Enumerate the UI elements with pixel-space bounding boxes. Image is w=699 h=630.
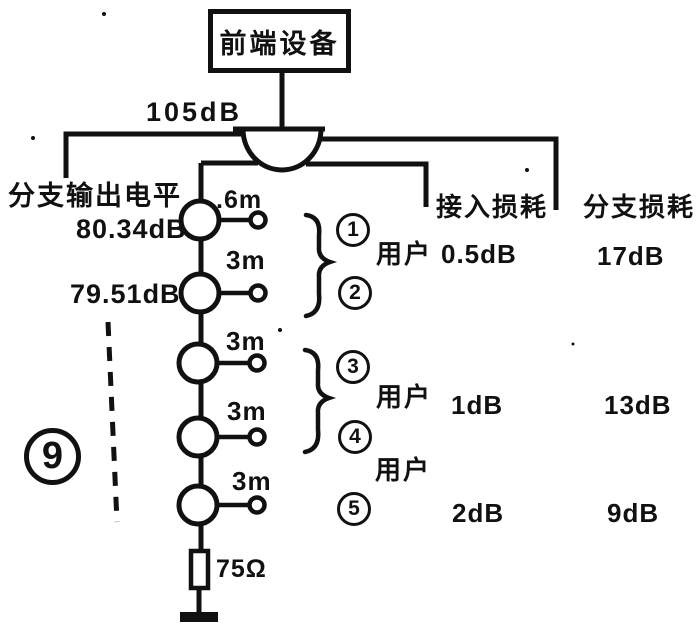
tap3-number-badge: 3 xyxy=(336,350,370,384)
tap2-outlet-terminal xyxy=(248,283,268,303)
headend-label: 前端设备 xyxy=(219,28,340,59)
brace-taps-1-2 xyxy=(303,212,338,319)
splitter-right-output-line xyxy=(306,161,429,207)
access-loss-taps-3-4: 1dB xyxy=(451,390,504,420)
access-loss-taps-1-2: 0.5dB xyxy=(441,239,517,269)
branch-loss-taps-1-2: 17dB xyxy=(597,241,665,271)
tap3-circle xyxy=(176,341,220,385)
access-loss-header: 接入损耗 xyxy=(436,192,549,222)
tap4-number-badge: 4 xyxy=(338,420,372,454)
terminator-label: 75Ω xyxy=(216,555,267,583)
splitter-symbol xyxy=(240,128,324,173)
user-group-1-2-label: 用户 xyxy=(376,239,433,269)
tap1-circle xyxy=(178,198,222,242)
tap3-cable-length: 3m xyxy=(226,326,266,356)
right-branch-line xyxy=(318,136,559,210)
tap2-cable-length: 3m xyxy=(226,245,266,275)
tap5-number-badge: 5 xyxy=(337,492,371,526)
tap5-outlet-terminal xyxy=(247,495,267,515)
tap5-cable-length: 3m xyxy=(232,466,272,496)
tap1-number-badge: 1 xyxy=(336,213,370,247)
tap5-circle xyxy=(176,483,220,527)
user-group-3-4-label: 用户 xyxy=(376,382,433,412)
left-branch-line xyxy=(63,131,244,178)
tap2-output-level: 79.51dB xyxy=(70,279,181,309)
figure-number: 9 xyxy=(41,435,64,477)
ground-symbol xyxy=(180,612,218,622)
headend-box: 前端设备 xyxy=(208,9,351,73)
tap1-output-level: 80.34dB xyxy=(76,214,187,244)
tap2-number-badge: 2 xyxy=(338,276,372,310)
access-loss-tap-5: 2dB xyxy=(452,498,505,528)
tap-symbols xyxy=(176,198,268,527)
tap4-outlet-terminal xyxy=(247,427,267,447)
tap4-cable-length: 3m xyxy=(227,396,267,426)
figure-number-badge: 9 xyxy=(24,428,81,485)
branch-output-level-title: 分支输出电平 xyxy=(8,181,182,211)
scan-specks xyxy=(31,12,575,346)
user-group-5-label: 用户 xyxy=(375,455,432,485)
branch-loss-taps-3-4: 13dB xyxy=(604,390,672,420)
branch-loss-header: 分支损耗 xyxy=(583,192,696,222)
tap4-circle xyxy=(176,415,220,459)
tap2-circle xyxy=(178,271,222,315)
tap5-number: 5 xyxy=(348,497,360,520)
tap1-outlet-terminal xyxy=(248,210,268,230)
dashed-continuation-line xyxy=(105,321,120,523)
terminator-resistor xyxy=(188,548,211,591)
trunk-input-level: 105dB xyxy=(146,97,243,127)
brace-taps-3-4 xyxy=(302,347,337,455)
tap1-cable-length: .6m xyxy=(216,186,263,214)
tap1-number: 1 xyxy=(347,218,359,241)
tap4-number: 4 xyxy=(349,425,361,448)
tap3-number: 3 xyxy=(347,355,359,378)
branch-loss-tap-5: 9dB xyxy=(607,498,660,528)
tap3-outlet-terminal xyxy=(247,353,267,373)
tap2-number: 2 xyxy=(349,281,361,304)
